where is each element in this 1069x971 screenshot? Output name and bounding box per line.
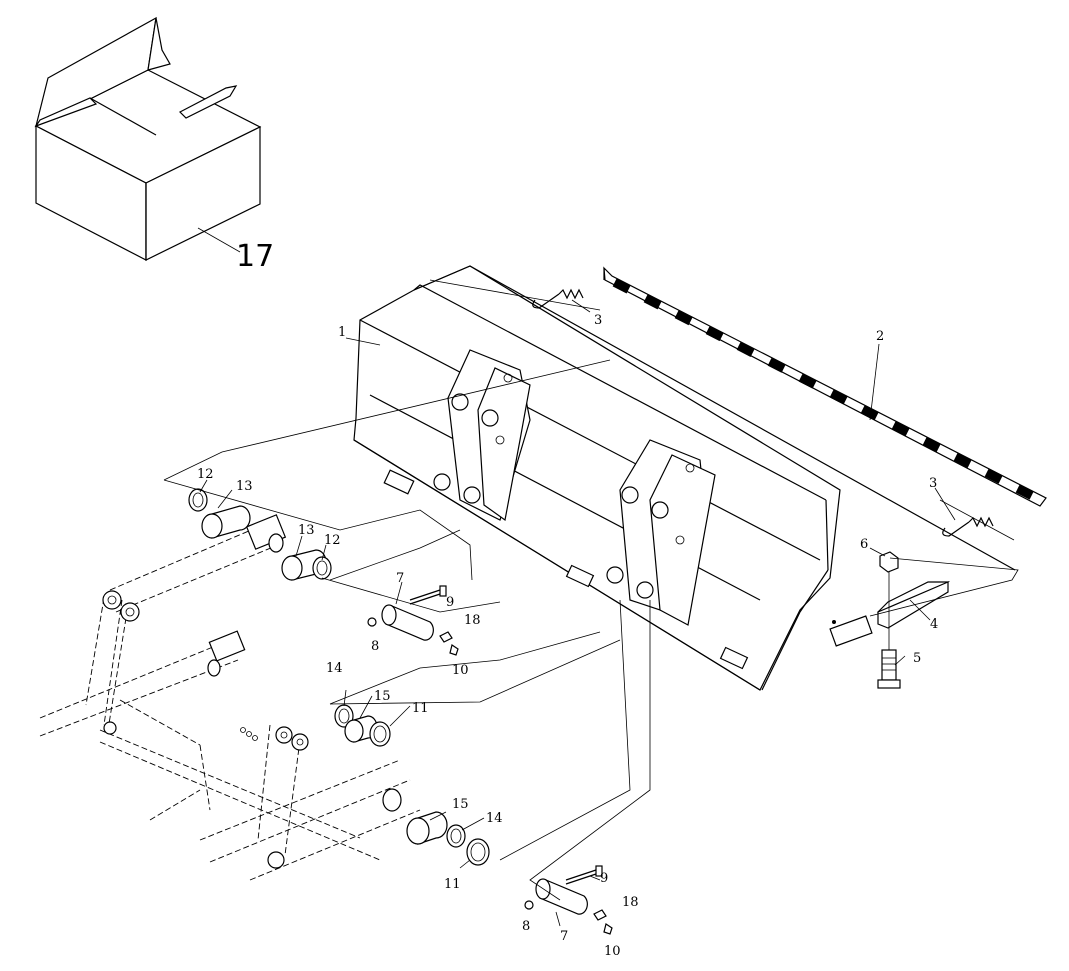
callout-11-lower: 11 [444, 877, 461, 892]
hazard-stripe [736, 341, 755, 357]
pin-group-lower [524, 865, 613, 935]
hazard-stripe [767, 357, 786, 373]
hazard-stripe [612, 278, 631, 294]
callout-13-lower: 13 [298, 523, 315, 538]
callout-14-lower: 14 [486, 811, 503, 826]
callout-3-right: 3 [929, 476, 937, 491]
hazard-stripe [829, 389, 848, 405]
leader-lines [199, 299, 956, 927]
bucket [353, 265, 1016, 691]
callout-17: 17 [236, 239, 274, 274]
callout-8-upper: 8 [371, 639, 379, 654]
hazard-stripe [922, 436, 941, 453]
cutting-edge [603, 266, 1047, 507]
hazard-stripe [798, 373, 817, 389]
frame-bolts [240, 727, 258, 741]
callout-8-lower: 8 [522, 919, 530, 934]
spring-pin-top [532, 288, 584, 309]
callout-12-upper: 12 [197, 467, 214, 482]
callout-3-top: 3 [594, 313, 602, 328]
callout-9-lower: 9 [600, 871, 608, 886]
callout-2: 2 [876, 329, 884, 344]
callout-13-upper: 13 [236, 479, 253, 494]
hazard-stripe [705, 325, 724, 342]
callout-7-lower: 7 [560, 929, 568, 944]
callout-11-upper: 11 [412, 701, 429, 716]
hazard-stripe [860, 405, 879, 421]
hazard-stripe [891, 421, 910, 437]
callout-14-upper: 14 [326, 661, 343, 676]
callout-10-upper: 10 [452, 663, 469, 678]
packing-box [34, 16, 262, 261]
hazard-stripe [984, 468, 1003, 484]
bolt [877, 649, 901, 689]
callout-18-upper: 18 [464, 613, 481, 628]
callout-7-upper: 7 [396, 571, 404, 586]
callout-labels: 17 1 2 3 3 4 5 6 7 7 8 8 9 9 10 10 11 11… [197, 239, 938, 959]
hazard-stripe [643, 294, 662, 310]
callout-9-upper: 9 [446, 595, 454, 610]
callout-4: 4 [930, 617, 938, 632]
pin-group-upper [367, 585, 459, 656]
callout-6: 6 [860, 537, 868, 552]
hazard-stripe [1015, 484, 1034, 500]
bushing-set-middle [334, 704, 391, 747]
callout-15-lower: 15 [452, 797, 469, 812]
callout-15-upper: 15 [374, 689, 391, 704]
callout-5: 5 [913, 651, 921, 666]
callout-1: 1 [338, 325, 346, 340]
hazard-stripe [953, 452, 972, 468]
hazard-stripe [674, 310, 693, 326]
callout-10-lower: 10 [604, 944, 621, 959]
loader-frame [39, 514, 421, 881]
callout-12-lower: 12 [324, 533, 341, 548]
bushing-set-upper [188, 488, 332, 581]
bushing-set-lower [406, 811, 490, 866]
callout-18-lower: 18 [622, 895, 639, 910]
assembly-lines [163, 279, 1019, 901]
